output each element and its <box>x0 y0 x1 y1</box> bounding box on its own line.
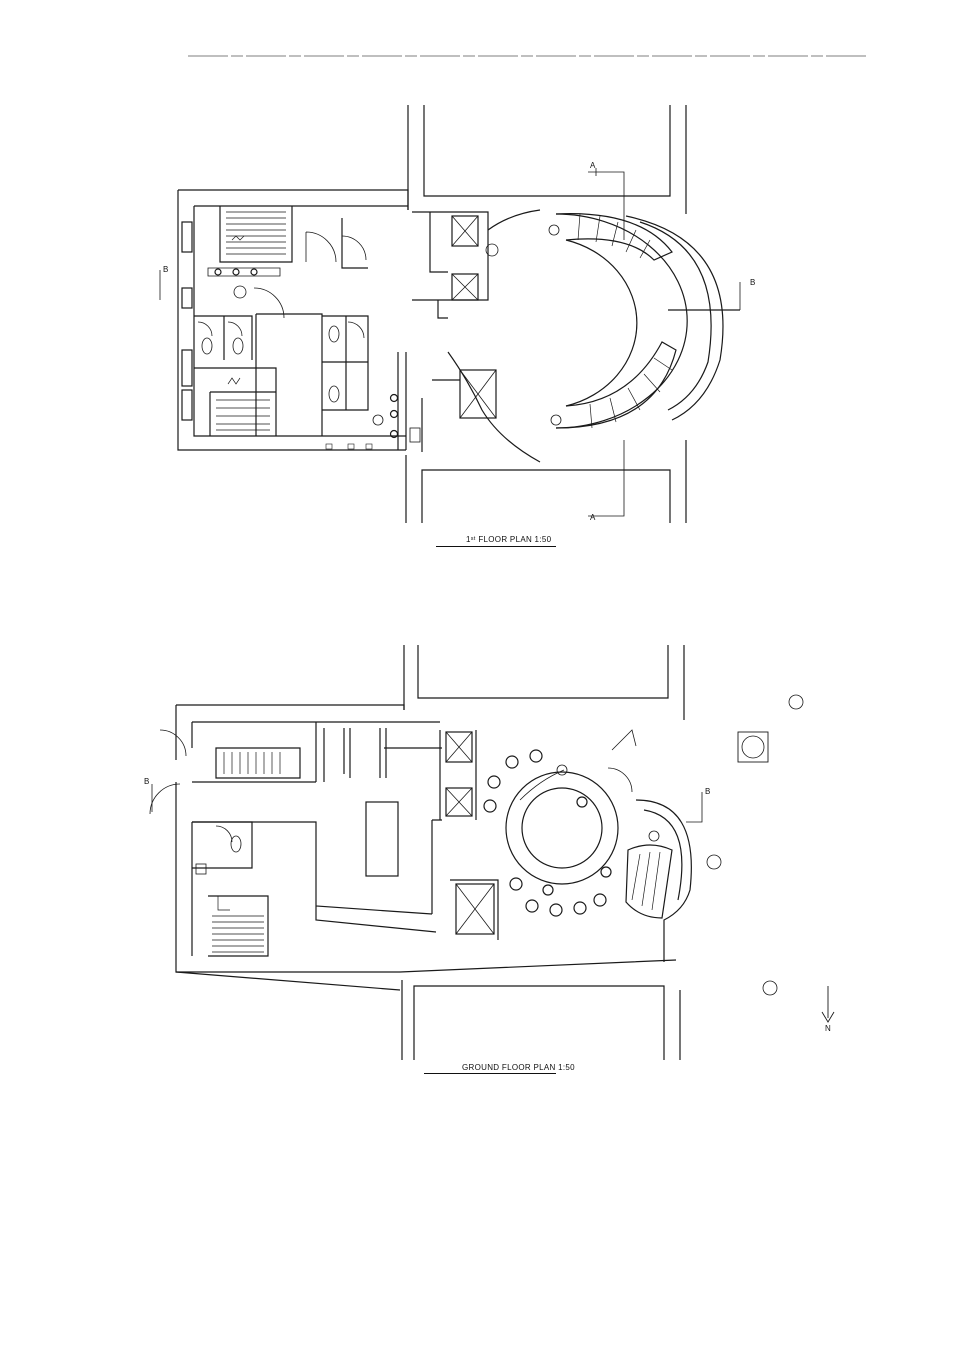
section-label-b-left: B <box>163 265 168 274</box>
ground-floor-plan-title: GROUND FLOOR PLAN 1:50 <box>462 1063 575 1072</box>
first-floor-title-underline <box>436 546 556 547</box>
section-label-b-ground-right: B <box>705 787 710 796</box>
first-floor-plan-title: 1ˢᵗ FLOOR PLAN 1:50 <box>466 535 552 544</box>
ground-floor-title-underline <box>424 1073 556 1074</box>
section-label-a-bottom: A <box>590 513 596 522</box>
first-floor-plan <box>159 105 741 523</box>
north-arrow-label: N <box>825 1024 831 1033</box>
section-label-a-top: A <box>590 161 596 170</box>
section-label-b-right: B <box>750 278 755 287</box>
section-label-b-ground-left: B <box>144 777 149 786</box>
ground-floor-plan <box>149 645 835 1060</box>
